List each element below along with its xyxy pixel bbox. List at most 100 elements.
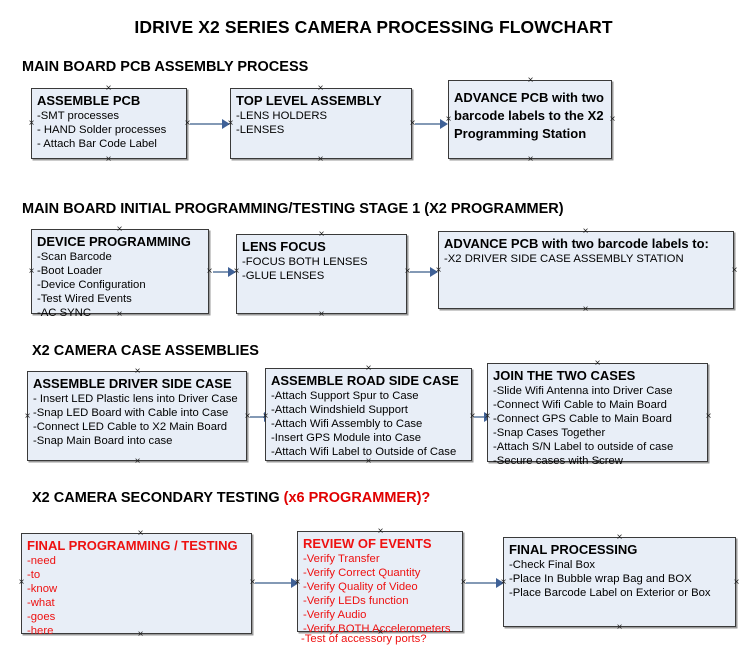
resize-handle-left[interactable]	[23, 412, 32, 421]
node-line: - HAND Solder processes	[37, 124, 167, 136]
resize-handle-bottom[interactable]	[115, 310, 124, 319]
connector-line	[213, 271, 229, 273]
resize-handle-right[interactable]	[704, 412, 713, 421]
resize-handle-left[interactable]	[17, 578, 26, 587]
resize-handle-left[interactable]	[232, 267, 241, 276]
node-lens-focus[interactable]: LENS FOCUS -FOCUS BOTH LENSES -GLUE LENS…	[236, 234, 407, 314]
resize-handle-right[interactable]	[608, 115, 617, 124]
resize-handle-left[interactable]	[499, 578, 508, 587]
node-line: -Connect GPS Cable to Main Board	[493, 413, 672, 425]
node-line: -Attach Support Spur to Case	[271, 390, 419, 402]
node-review-of-events[interactable]: REVIEW OF EVENTS -Verify Transfer -Verif…	[297, 531, 463, 635]
node-title: FINAL PROCESSING	[509, 542, 638, 557]
node-assemble-pcb[interactable]: ASSEMBLE PCB -SMT processes - HAND Solde…	[31, 88, 187, 159]
connector-line	[190, 123, 223, 125]
connector-line	[250, 416, 266, 418]
resize-handle-bottom[interactable]	[317, 310, 326, 319]
resize-handle-bottom[interactable]	[615, 623, 624, 632]
section-header-x2-camera-case-assemblies: X2 CAMERA CASE ASSEMBLIES	[32, 343, 259, 359]
node-title: TOP LEVEL ASSEMBLY	[236, 93, 382, 108]
resize-handle-bottom[interactable]	[526, 155, 535, 164]
node-title: ADVANCE PCB with two barcode labels to:	[444, 236, 709, 251]
section-header-main-board-pcb-assembly: MAIN BOARD PCB ASSEMBLY PROCESS	[22, 59, 309, 75]
resize-handle-top[interactable]	[364, 364, 373, 373]
resize-handle-right[interactable]	[730, 266, 739, 275]
node-join-the-two-cases[interactable]: JOIN THE TWO CASES -Slide Wifi Antenna i…	[487, 363, 708, 467]
resize-handle-top[interactable]	[316, 84, 325, 93]
node-line: - Attach Bar Code Label	[37, 138, 157, 150]
node-line: -GLUE LENSES	[242, 270, 325, 282]
node-title: FINAL PROGRAMMING / TESTING	[27, 538, 238, 553]
node-top-level-assembly[interactable]: TOP LEVEL ASSEMBLY -LENS HOLDERS -LENSES	[230, 88, 412, 159]
resize-handle-top[interactable]	[581, 227, 590, 236]
node-line: -Snap Main Board into case	[33, 435, 173, 447]
connector-line	[415, 123, 441, 125]
resize-handle-bottom[interactable]	[136, 630, 145, 639]
node-line: -Slide Wifi Antenna into Driver Case	[493, 385, 673, 397]
resize-handle-bottom[interactable]	[133, 457, 142, 466]
node-title: ASSEMBLE PCB	[37, 93, 141, 108]
resize-handle-bottom[interactable]	[316, 155, 325, 164]
node-line: -Place In Bubble wrap Bag and BOX	[509, 573, 692, 585]
node-line: -Attach S/N Label to outside of case	[493, 441, 674, 453]
resize-handle-right[interactable]	[732, 578, 741, 587]
node-line: -Attach Windshield Support	[271, 404, 408, 416]
node-final-processing[interactable]: FINAL PROCESSING -Check Final Box -Place…	[503, 537, 736, 627]
section-header-accent: (x6 PROGRAMMER)?	[283, 490, 431, 506]
node-line: -Place Barcode Label on Exterior or Box	[509, 587, 711, 599]
node-title: JOIN THE TWO CASES	[493, 368, 636, 383]
resize-handle-bottom[interactable]	[376, 628, 385, 637]
node-assemble-driver-side-case[interactable]: ASSEMBLE DRIVER SIDE CASE - Insert LED P…	[27, 371, 247, 461]
resize-handle-bottom[interactable]	[593, 458, 602, 467]
node-title: LENS FOCUS	[242, 239, 326, 254]
node-line: -know	[27, 583, 58, 595]
node-line: -Verify Transfer	[303, 553, 380, 565]
resize-handle-left[interactable]	[226, 119, 235, 128]
node-line: -Device Configuration	[37, 279, 146, 291]
resize-handle-top[interactable]	[136, 529, 145, 538]
node-line: -need	[27, 555, 56, 567]
resize-handle-top[interactable]	[133, 367, 142, 376]
node-line: -Verify Correct Quantity	[303, 567, 421, 579]
node-line: -Snap LED Board with Cable into Case	[33, 407, 229, 419]
resize-handle-top[interactable]	[104, 84, 113, 93]
resize-handle-bottom[interactable]	[364, 457, 373, 466]
resize-handle-left[interactable]	[27, 267, 36, 276]
node-line: -Snap Cases Together	[493, 427, 606, 439]
node-title: ASSEMBLE DRIVER SIDE CASE	[33, 376, 232, 391]
node-line: -Insert GPS Module into Case	[271, 432, 422, 444]
section-header-main-board-initial-programming: MAIN BOARD INITIAL PROGRAMMING/TESTING S…	[22, 201, 564, 217]
node-final-programming-testing[interactable]: FINAL PROGRAMMING / TESTING -need -to -k…	[21, 533, 252, 637]
resize-handle-top[interactable]	[115, 225, 124, 234]
resize-handle-left[interactable]	[293, 578, 302, 587]
node-line: -to	[27, 569, 41, 581]
node-line: -Connect LED Cable to X2 Main Board	[33, 421, 228, 433]
node-advance-pcb-programming-station[interactable]: ADVANCE PCB with two barcode labels to t…	[448, 80, 612, 159]
resize-handle-top[interactable]	[615, 533, 624, 542]
resize-handle-top[interactable]	[593, 359, 602, 368]
resize-handle-left[interactable]	[483, 412, 492, 421]
connector-line	[474, 416, 486, 418]
node-title: ASSEMBLE ROAD SIDE CASE	[271, 373, 459, 388]
node-line: -here	[27, 625, 54, 637]
node-line: -Attach Wifi Assembly to Case	[271, 418, 423, 430]
resize-handle-top[interactable]	[317, 230, 326, 239]
node-line: -Test Wired Events	[37, 293, 132, 305]
resize-handle-left[interactable]	[434, 266, 443, 275]
resize-handle-bottom[interactable]	[104, 155, 113, 164]
resize-handle-top[interactable]	[526, 76, 535, 85]
resize-handle-bottom[interactable]	[581, 305, 590, 314]
resize-handle-left[interactable]	[27, 119, 36, 128]
node-line: -Scan Barcode	[37, 251, 112, 263]
node-line: - Insert LED Plastic lens into Driver Ca…	[33, 393, 238, 405]
node-title: DEVICE PROGRAMMING	[37, 234, 191, 249]
resize-handle-left[interactable]	[261, 412, 270, 421]
section-header-x2-camera-secondary-testing: X2 CAMERA SECONDARY TESTING (x6 PROGRAMM…	[32, 490, 430, 506]
node-assemble-road-side-case[interactable]: ASSEMBLE ROAD SIDE CASE -Attach Support …	[265, 368, 472, 461]
node-device-programming[interactable]: DEVICE PROGRAMMING -Scan Barcode -Boot L…	[31, 229, 209, 319]
node-line: -goes	[27, 611, 56, 623]
resize-handle-top[interactable]	[376, 527, 385, 536]
resize-handle-left[interactable]	[444, 115, 453, 124]
node-advance-pcb-driver-side-case[interactable]: ADVANCE PCB with two barcode labels to: …	[438, 231, 734, 309]
node-line: -SMT processes	[37, 110, 120, 122]
